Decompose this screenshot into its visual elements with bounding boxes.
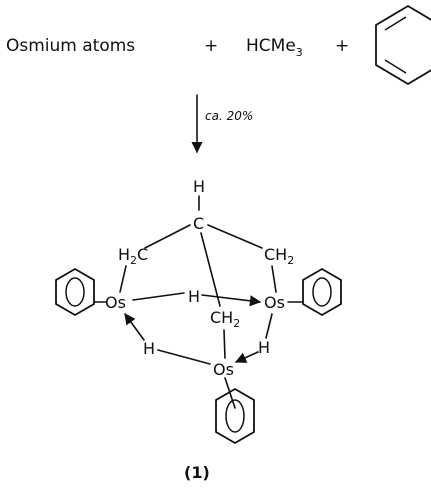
benzene-ring-icon <box>55 267 95 317</box>
bond-c-ch2-left <box>144 224 191 249</box>
atom-ch2-left: H2C <box>118 245 148 267</box>
atom-ch2-right: CH2 <box>264 245 294 267</box>
bond-ch2right-os <box>271 265 277 293</box>
bond-h-os-left <box>124 313 145 341</box>
atom-h-bridge-right: H <box>258 338 270 357</box>
reactant-osmium-atoms: Osmium atoms <box>6 36 135 56</box>
hcme-text: HCMe <box>246 36 296 56</box>
atom-os-left: Os <box>105 293 126 312</box>
bond-c-ch2-mid <box>200 232 221 307</box>
plus-sign: + <box>204 36 218 56</box>
atom-h-top: H <box>193 177 205 196</box>
bond-os-right-h <box>265 313 273 339</box>
bond-h-os-bottom-right <box>234 351 259 363</box>
atom-os-bottom: Os <box>213 360 234 379</box>
bond-c-ch2-right <box>207 224 263 249</box>
ch2-mid-text: CH <box>210 308 233 327</box>
reactant-hcme3: HCMe3 <box>246 36 303 59</box>
bond-ch2mid-os <box>223 329 226 359</box>
atom-c-center: C <box>193 214 204 233</box>
arrow-condition: ca. 20% <box>205 109 253 123</box>
atom-ch2-mid: CH2 <box>210 308 240 330</box>
benzene-ring-icon <box>215 387 255 445</box>
ch2-left-sub: 2 <box>130 254 137 267</box>
ch2-mid-sub: 2 <box>233 317 240 330</box>
hcme-subscript: 3 <box>296 46 303 59</box>
plus-sign: + <box>335 36 349 56</box>
ch2-right-sub: 2 <box>287 254 294 267</box>
bond-h-os-bottom <box>157 349 211 365</box>
atom-h-bridge-top: H <box>188 287 200 306</box>
bond-h-os-right <box>201 294 262 307</box>
atom-os-right: Os <box>264 293 285 312</box>
atom-h-bridge-left: H <box>143 339 155 358</box>
benzene-ring-icon <box>302 267 342 317</box>
ch2-left-h: H <box>118 245 130 264</box>
ch2-left-c: C <box>137 245 148 264</box>
benzene-ring-icon <box>375 4 431 86</box>
bond-os-left-h <box>132 292 185 301</box>
bond-ch2left-os <box>119 265 127 293</box>
ch2-right-text: CH <box>264 245 287 264</box>
compound-label: (1) <box>184 463 210 482</box>
bond-os-bottom-benzene <box>224 377 236 409</box>
